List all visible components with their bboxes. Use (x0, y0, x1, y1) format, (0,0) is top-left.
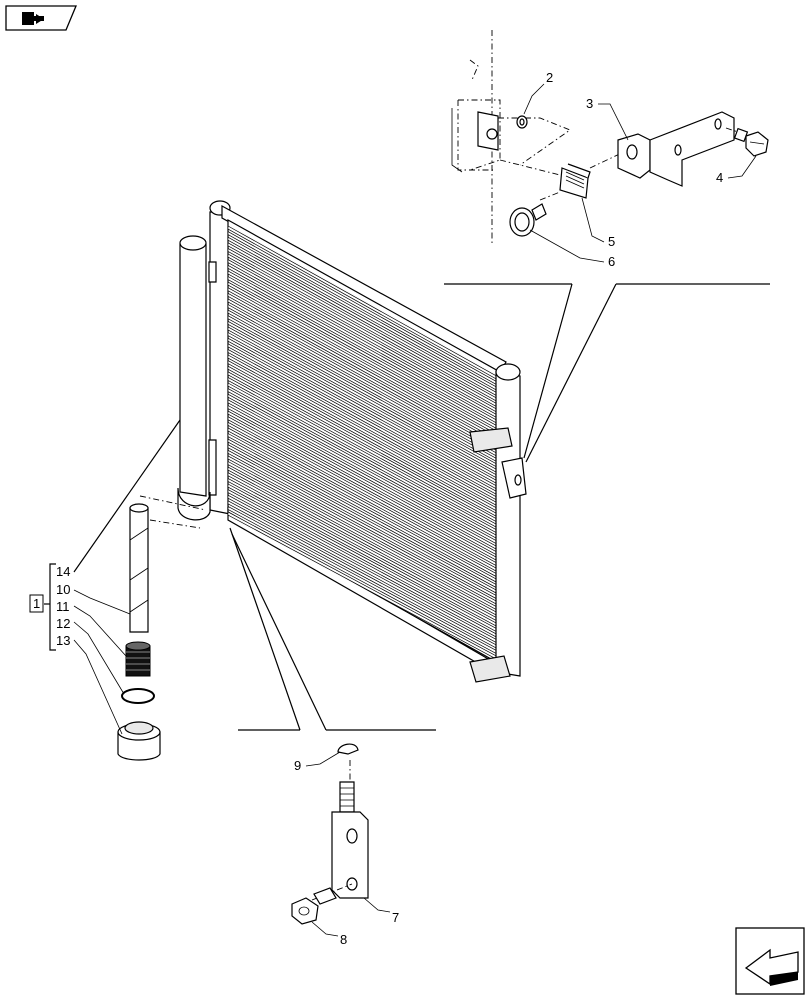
book-navigation-icon[interactable] (5, 5, 77, 31)
callout-13: 13 (56, 633, 70, 648)
callout-labels: 1 2 3 4 5 6 7 8 9 10 11 12 13 14 (29, 70, 723, 947)
callout-8: 8 (340, 932, 347, 947)
part-11-filter-spring (125, 641, 151, 677)
part-5-spring-clip (559, 163, 591, 199)
callout-5: 5 (608, 234, 615, 249)
next-page-arrow-icon[interactable] (735, 927, 805, 995)
upper-bracket-assembly (451, 30, 769, 245)
part-12-o-ring (121, 688, 155, 704)
callout-3: 3 (586, 96, 593, 111)
callout-6: 6 (608, 254, 615, 269)
part-6-quick-fastener (509, 203, 547, 237)
callout-10: 10 (56, 582, 70, 597)
part-4-bolt (725, 127, 769, 157)
part-7-mounting-pin-bracket (331, 781, 369, 899)
part-2-retaining-clip (516, 115, 528, 129)
callout-7: 7 (392, 910, 399, 925)
part-8-bolt (291, 883, 353, 925)
part-9-retaining-clip (337, 743, 359, 755)
leader-lines (44, 83, 770, 937)
callout-2: 2 (546, 70, 553, 85)
callout-9: 9 (294, 758, 301, 773)
condenser-core (208, 200, 527, 683)
callout-1: 1 (33, 596, 40, 611)
receiver-drier (139, 235, 211, 529)
callout-14: 14 (56, 564, 70, 579)
callout-4: 4 (716, 170, 723, 185)
part-3-bracket (617, 111, 735, 187)
callout-11: 11 (56, 599, 70, 614)
part-13-plug (117, 721, 161, 761)
callout-12: 12 (56, 616, 70, 631)
lower-bracket-assembly (291, 743, 369, 925)
part-10-desiccant-cartridge (129, 503, 149, 633)
